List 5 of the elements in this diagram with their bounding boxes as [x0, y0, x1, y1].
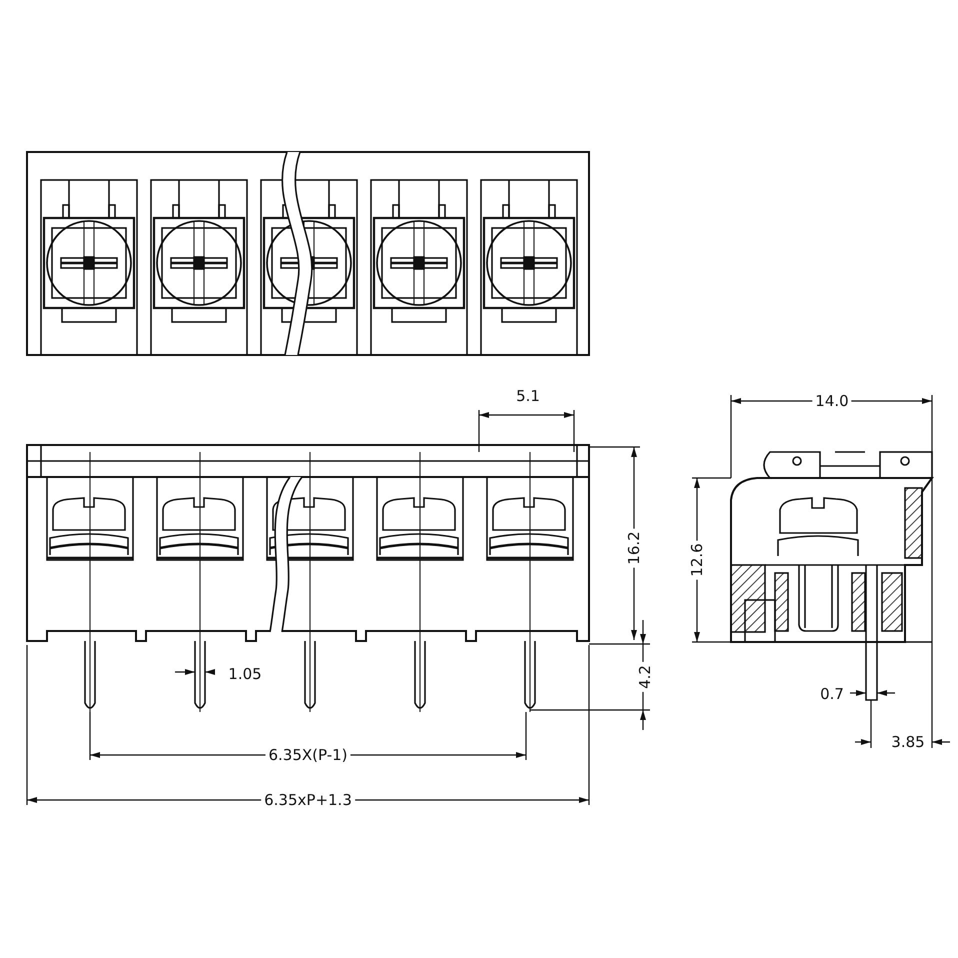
dimension-label: 14.0	[812, 392, 852, 410]
dimension-label: 12.6	[688, 540, 706, 580]
dimension-label: 6.35xP+1.3	[261, 792, 355, 808]
dimension-label: 6.35X(P-1)	[265, 746, 351, 764]
dimension-label: 16.2	[626, 528, 642, 568]
